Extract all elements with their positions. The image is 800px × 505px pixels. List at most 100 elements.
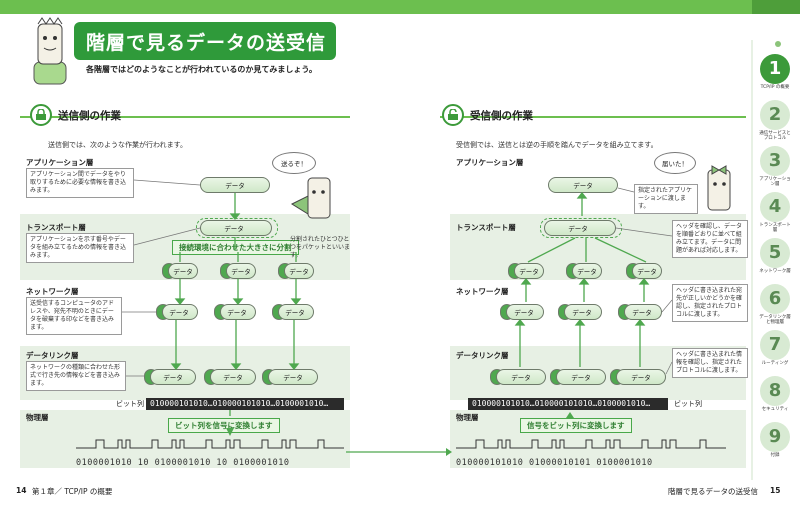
chapter-sidebar: 1 TCP/IP の概要 2 通信サービスとプロトコル 3 アプリケーション層 … <box>758 54 798 468</box>
chapter-tab-3[interactable]: 3 アプリケーション層 <box>758 146 792 192</box>
receiver-note-network: ヘッダに書き込まれた宛先が正しいかどうかを確認し、指定されたプロトコルに渡します… <box>672 284 748 322</box>
receiver-t-cyl-1 <box>514 263 544 279</box>
receiver-n-label-1: データ <box>514 309 534 317</box>
chapter-tab-7[interactable]: 7 ルーティング <box>758 330 792 376</box>
sender-d-label-3: データ <box>283 374 303 382</box>
receiver-t-label-3: データ <box>637 268 657 276</box>
chapter-number: 6 <box>760 284 790 314</box>
section-line-right <box>440 116 746 118</box>
receiver-bitstream: 010000101010…010000101010…0100001010… <box>468 398 668 410</box>
receiver-speech-bubble: 届いた！ <box>654 152 696 174</box>
chapter-number: 8 <box>760 376 790 406</box>
chapter-number: 5 <box>760 238 790 268</box>
receiver-t-cyl-2 <box>572 263 602 279</box>
sender-transport-cylinder <box>200 220 272 236</box>
receiver-n-cyl-2 <box>564 304 602 320</box>
footer-left-page-number: 14 <box>16 486 27 495</box>
sender-t-label-1: データ <box>173 268 193 276</box>
chapter-tab-9[interactable]: 9 付録 <box>758 422 792 468</box>
sender-n-label-1: データ <box>169 309 189 317</box>
title-box <box>74 22 336 60</box>
sender-layer-datalink: データリンク層 <box>26 351 79 360</box>
chapter-number: 1 <box>760 54 790 84</box>
chapter-tab-6[interactable]: 6 データリンク層と物理層 <box>758 284 792 330</box>
chapter-caption: 通信サービスとプロトコル <box>759 131 791 141</box>
chapter-number: 4 <box>760 192 790 222</box>
chapter-caption: ネットワーク層 <box>759 269 791 274</box>
chapter-tab-1[interactable]: 1 TCP/IP の概要 <box>758 54 792 100</box>
receiver-t-label-1: データ <box>519 268 539 276</box>
receiver-transport-dashed-frame <box>540 218 622 238</box>
chapter-tab-5[interactable]: 5 ネットワーク層 <box>758 238 792 284</box>
receiver-d-label-3: データ <box>631 374 651 382</box>
receiver-layer-transport: トランスポート層 <box>456 223 516 232</box>
chapter-number: 3 <box>760 146 790 176</box>
receiver-d-label-2: データ <box>571 374 591 382</box>
top-band-right <box>752 0 800 14</box>
receiver-app-cylinder-label: データ <box>573 182 593 190</box>
sender-d-label-1: データ <box>163 374 183 382</box>
chapter-number: 7 <box>760 330 790 360</box>
receiver-convert-tag: 信号をビット列に変換します <box>520 418 632 433</box>
receiver-layer-datalink: データリンク層 <box>456 351 509 360</box>
receiver-n-cyl-3 <box>624 304 662 320</box>
chapter-tab-2[interactable]: 2 通信サービスとプロトコル <box>758 100 792 146</box>
sender-layer-physical: 物理層 <box>26 413 49 422</box>
footer-left-text: 第１章／ TCP/IP の概要 <box>32 487 113 496</box>
chapter-tab-4[interactable]: 4 トランスポート層 <box>758 192 792 238</box>
footer-right-page-number: 15 <box>770 486 781 495</box>
sender-intro: 送信側では、次のような作業が行われます。 <box>48 141 187 149</box>
sender-bit-label: ビット列 <box>116 400 144 408</box>
receiver-app-cylinder <box>548 177 618 193</box>
chapter-caption: データリンク層と物理層 <box>759 315 791 325</box>
sender-speech-bubble: 送るぞ！ <box>272 152 316 174</box>
sender-title: 送信側の作業 <box>58 110 121 122</box>
receiver-d-cyl-3 <box>616 369 666 385</box>
page-subtitle: 各階層ではどのようなことが行われているのか見てみましょう。 <box>86 65 317 74</box>
sender-convert-tag: ビット列を信号に変換します <box>168 418 280 433</box>
sender-app-cylinder <box>200 177 270 193</box>
chapter-caption: トランスポート層 <box>759 223 791 233</box>
chapter-caption: TCP/IP の概要 <box>760 85 790 90</box>
chapter-tab-8[interactable]: 8 セキュリティ <box>758 376 792 422</box>
sender-note-network: 送受信するコンピュータのアドレスや、宛先不明のときにデータを破棄する印などを書き… <box>26 297 122 335</box>
sender-mascot-icon <box>290 177 331 219</box>
sender-transport-cylinder-label: データ <box>224 225 244 233</box>
chapter-caption: アプリケーション層 <box>759 177 791 187</box>
receiver-n-label-2: データ <box>572 309 592 317</box>
receiver-note-transport: ヘッダを確認し、データを順番どおりに並べて組み立てます。データに問題があれば対応… <box>672 220 748 258</box>
sender-app-cylinder-label: データ <box>225 182 245 190</box>
receiver-d-label-1: データ <box>511 374 531 382</box>
lock-glyph-left <box>36 109 46 120</box>
section-line-left <box>20 116 350 118</box>
footer-right-text: 階層で見るデータの送受信 <box>668 487 758 496</box>
sender-n-label-2: データ <box>227 309 247 317</box>
receiver-intro: 受信側では、送信とは逆の手順を踏んでデータを組み立てます。 <box>456 141 658 149</box>
sender-d-cyl-2 <box>210 369 256 385</box>
sender-note-datalink: ネットワークの種類に合わせた形式で行き先の情報などを書き込みます。 <box>26 361 126 391</box>
page-title: 階層で見るデータの送受信 <box>86 32 327 54</box>
receiver-n-label-3: データ <box>632 309 652 317</box>
sender-note-app: アプリケーション間でデータをやり取りするために必要な情報を書き込みます。 <box>26 168 134 198</box>
receiver-t-cyl-3 <box>632 263 662 279</box>
receiver-transport-cylinder <box>544 220 616 236</box>
sender-n-label-3: データ <box>285 309 305 317</box>
receiver-mascot-icon <box>707 165 731 211</box>
sender-d-cyl-1 <box>150 369 196 385</box>
top-band <box>0 0 752 14</box>
receiver-d-cyl-1 <box>496 369 546 385</box>
chapter-caption: セキュリティ <box>761 407 789 412</box>
sender-t-cyl-2 <box>226 263 256 279</box>
unlock-glyph-right <box>448 109 458 120</box>
receiver-bit-label: ビット列 <box>674 400 702 408</box>
chapter-caption: 付録 <box>770 453 780 458</box>
receiver-layer-app: アプリケーション層 <box>456 158 524 167</box>
sender-layer-app: アプリケーション層 <box>26 158 94 167</box>
sender-d-label-2: データ <box>223 374 243 382</box>
receiver-d-cyl-2 <box>556 369 606 385</box>
sender-transport-dashed-frame <box>196 218 278 238</box>
sender-bitstream: 010000101010…010000101010…0100001010… <box>146 398 344 410</box>
sender-t-label-2: データ <box>231 268 251 276</box>
sender-note-transport: アプリケーションを示す番号やデータを組み立てるための情報を書き込みます。 <box>26 233 134 263</box>
